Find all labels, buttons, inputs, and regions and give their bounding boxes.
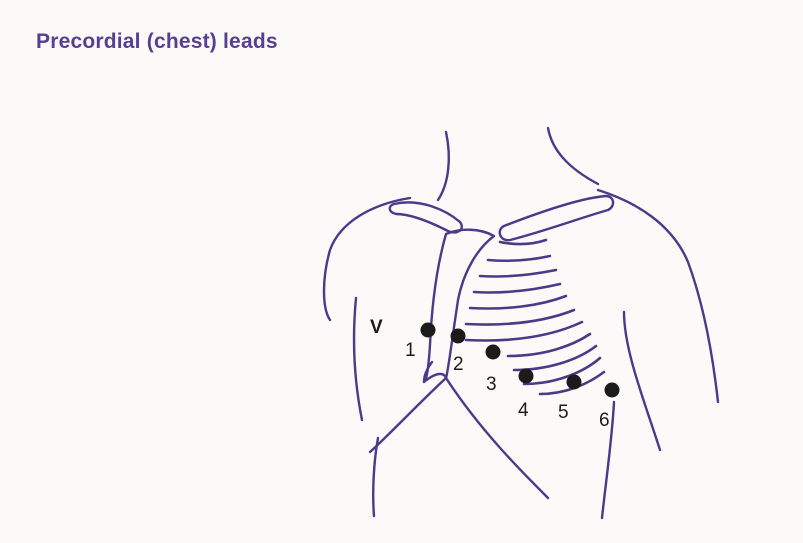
lead-label-v3: 3	[486, 374, 497, 395]
ribs	[466, 240, 604, 394]
rib	[470, 296, 566, 309]
lead-prefix-label: V	[370, 317, 383, 338]
neck-right	[548, 128, 598, 184]
lead-label-v4: 4	[518, 400, 529, 421]
lead-label-v1: 1	[405, 340, 416, 361]
left-arm-inner	[354, 298, 362, 420]
electrode-v3	[486, 345, 501, 360]
electrode-v6	[605, 383, 620, 398]
left-rib-margin	[370, 378, 446, 452]
electrode-v2	[451, 329, 466, 344]
rib	[480, 270, 556, 277]
electrode-v4	[519, 369, 534, 384]
lead-label-v2: 2	[453, 354, 464, 375]
rib	[466, 310, 574, 324]
right-clavicle	[500, 196, 613, 240]
neck-left	[438, 132, 449, 200]
right-rib-margin	[446, 378, 548, 498]
rib	[488, 256, 550, 261]
left-shoulder-arm	[324, 198, 410, 320]
right-shoulder-arm	[598, 190, 718, 402]
rib	[474, 284, 560, 293]
lead-label-v6: 6	[599, 410, 610, 431]
electrode-v1	[421, 323, 436, 338]
lead-label-v5: 5	[558, 402, 569, 423]
left-clavicle	[390, 202, 462, 232]
electrode-v5	[567, 375, 582, 390]
right-arm-inner	[624, 312, 660, 450]
